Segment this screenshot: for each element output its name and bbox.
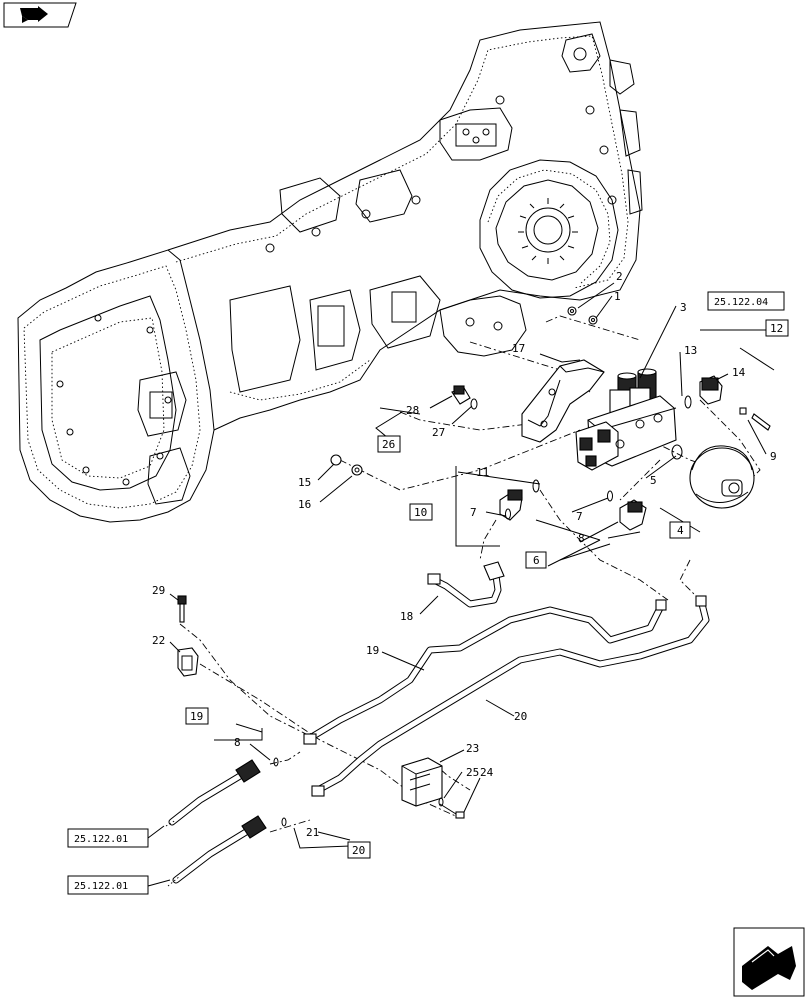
ref-top[interactable]: 25.122.04 <box>714 297 768 308</box>
bracket-17 <box>521 359 605 443</box>
ref-lower-left[interactable]: 25.122.01 <box>74 881 128 892</box>
callout-20: 20 <box>514 710 527 723</box>
callout-24: 24 <box>480 766 494 779</box>
control-valve-block <box>575 368 677 471</box>
callout-11: 11 <box>476 466 489 479</box>
book-arrow-icon[interactable] <box>3 2 77 28</box>
callout-20-boxed: 20 <box>352 844 365 857</box>
callout-12: 12 <box>770 322 783 335</box>
callout-29: 29 <box>152 584 165 597</box>
transmission-housing <box>17 21 643 523</box>
callout-25: 25 <box>466 766 479 779</box>
callout-6: 6 <box>533 554 540 567</box>
callout-17: 17 <box>512 342 525 355</box>
callout-2: 2 <box>616 270 623 283</box>
callout-8b: 8 <box>234 736 241 749</box>
callout-19-boxed: 19 <box>190 710 203 723</box>
callout-labels: 2 1 3 17 13 14 28 27 9 5 11 15 16 7 7 8 … <box>152 270 777 839</box>
ref-box-upper-left[interactable] <box>67 828 149 848</box>
callout-28: 28 <box>406 404 419 417</box>
callout-10: 10 <box>414 506 427 519</box>
reference-boxes[interactable]: 25.122.04 25.122.01 25.122.01 <box>67 291 785 895</box>
callout-14: 14 <box>732 366 746 379</box>
boxed-callouts: 12 26 10 4 6 19 20 <box>185 319 789 859</box>
ref-box-top[interactable] <box>707 291 785 311</box>
callout-7a: 7 <box>470 506 477 519</box>
callout-15: 15 <box>298 476 311 489</box>
fittings <box>177 306 771 827</box>
hydraulic-pipes <box>165 561 710 887</box>
callout-16: 16 <box>298 498 311 511</box>
ref-box-lower-left[interactable] <box>67 875 149 895</box>
callout-21: 21 <box>306 826 319 839</box>
callout-4: 4 <box>677 524 684 537</box>
callout-1: 1 <box>614 290 621 303</box>
callout-26: 26 <box>382 438 395 451</box>
callout-23: 23 <box>466 742 479 755</box>
callout-7b: 7 <box>576 510 583 523</box>
callout-27: 27 <box>432 426 445 439</box>
callout-5: 5 <box>650 474 657 487</box>
callout-3: 3 <box>680 301 687 314</box>
next-page-arrow-icon[interactable] <box>733 927 805 997</box>
callout-18: 18 <box>400 610 413 623</box>
callout-19: 19 <box>366 644 379 657</box>
leader-lines <box>147 282 775 887</box>
ref-upper-left[interactable]: 25.122.01 <box>74 834 128 845</box>
callout-8a: 8 <box>578 532 585 545</box>
callout-9: 9 <box>770 450 777 463</box>
accumulator <box>689 445 755 509</box>
callout-13: 13 <box>684 344 697 357</box>
callout-22: 22 <box>152 634 165 647</box>
